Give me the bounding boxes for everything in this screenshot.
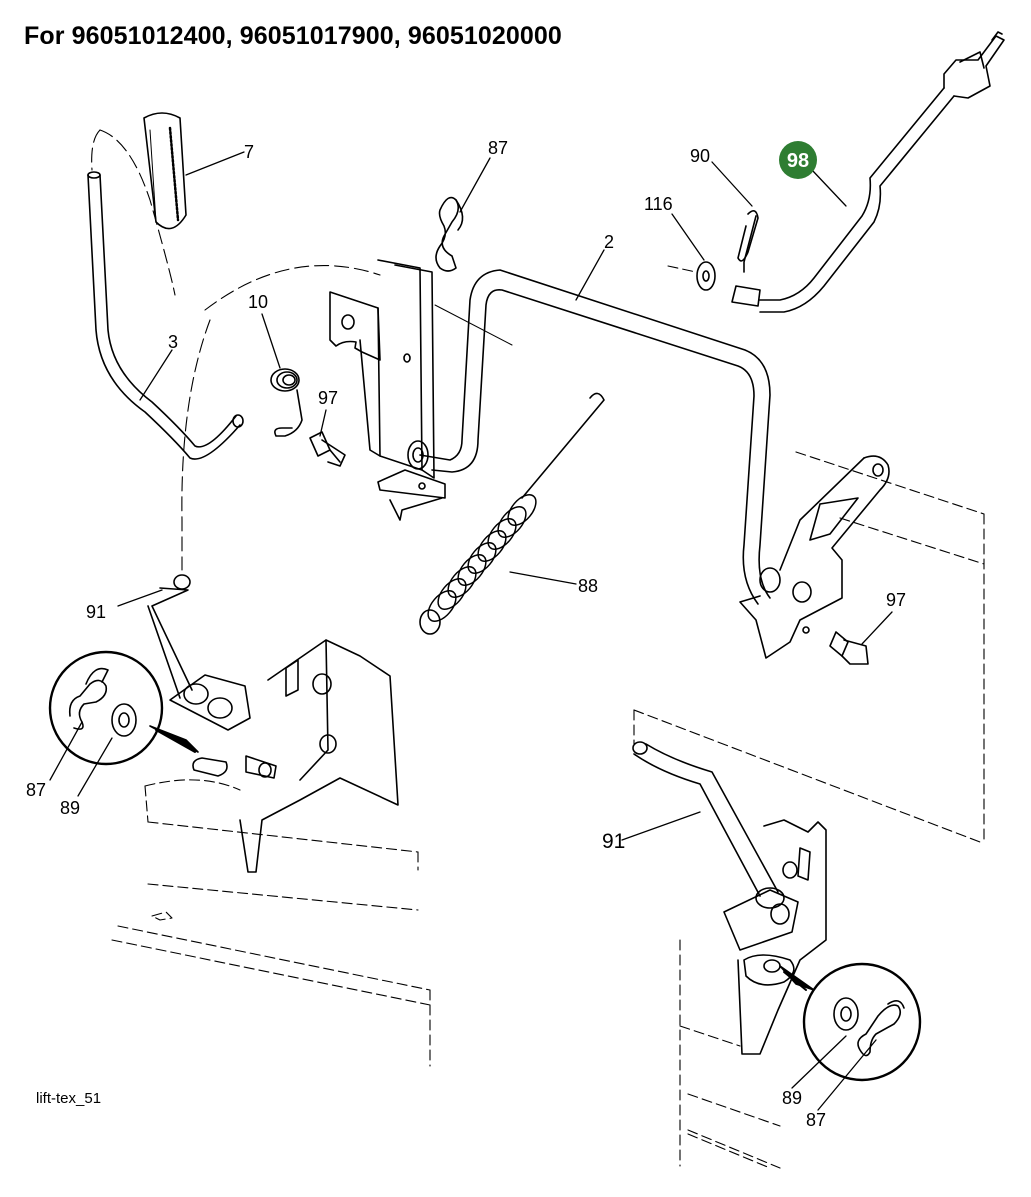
- callout-89-right: 89: [782, 1088, 802, 1108]
- lift-shaft-part-2: [407, 269, 771, 605]
- center-bracket: [329, 259, 446, 521]
- callout-91-left: 91: [86, 602, 106, 622]
- callout-91-right: 91: [602, 830, 625, 853]
- callout-90: 90: [690, 146, 710, 166]
- callout-116: 116: [644, 194, 673, 214]
- leader-lines: [49, 151, 893, 1111]
- assist-spring-part-88: [419, 392, 605, 635]
- callout-87-left: 87: [26, 780, 46, 800]
- bolt-part-97-left: [309, 431, 346, 467]
- lift-rod-part-98: [731, 31, 1005, 313]
- lift-link-part-91-left: [147, 574, 209, 705]
- callout-97-left: 97: [318, 388, 338, 408]
- left-mount-plate: [169, 639, 399, 873]
- detail-circle-right: [779, 962, 922, 1082]
- callout-3: 3: [168, 332, 178, 352]
- detail-circle-left: [48, 650, 199, 766]
- callout-97-right: 97: [886, 590, 906, 610]
- right-mount-plate: [723, 819, 827, 1055]
- callout-labels: 7 87 90 116 2 10 3 97 88 91 97 87 89 91 …: [26, 138, 906, 1130]
- handle-grip-part-7: [143, 112, 187, 230]
- deck-outline-right-top: [633, 451, 985, 843]
- hairpin-clip-part-87-top: [435, 196, 464, 272]
- phantom-lever-path: [91, 129, 381, 571]
- callout-10: 10: [248, 292, 268, 312]
- callout-87-right: 87: [806, 1110, 826, 1130]
- lift-link-part-91-right: [632, 741, 785, 909]
- callout-88: 88: [578, 576, 598, 596]
- hairpin-clip-left-assembled: [192, 757, 228, 777]
- bolt-part-97-right: [829, 631, 869, 665]
- lift-lever-part-3: [87, 171, 244, 460]
- diagram-reference-code: lift-tex_51: [36, 1090, 102, 1107]
- deck-outline-right-bottom: [679, 939, 781, 1169]
- callout-98: 98: [787, 150, 809, 172]
- callout-87-top: 87: [488, 138, 508, 158]
- callout-89-left: 89: [60, 798, 80, 818]
- deck-outline-left: [111, 779, 431, 1067]
- right-shaft-bracket: [739, 455, 890, 659]
- callout-2: 2: [604, 232, 614, 252]
- torsion-spring-part-10: [270, 368, 303, 437]
- cotter-pin-part-90: [737, 210, 759, 273]
- highlighted-callout-98[interactable]: 98: [779, 141, 817, 179]
- washer-part-116: [667, 261, 716, 291]
- callout-7: 7: [244, 142, 254, 162]
- page-title: For 96051012400, 96051017900, 9605102000…: [24, 22, 562, 50]
